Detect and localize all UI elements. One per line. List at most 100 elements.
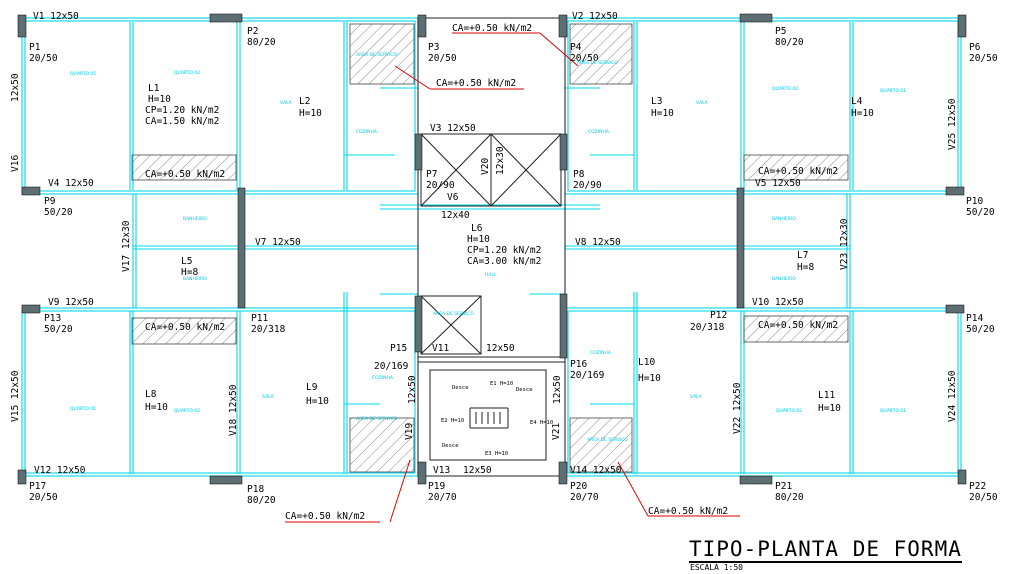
element-label: P1 bbox=[29, 42, 41, 53]
element-label: 20/90 bbox=[573, 180, 602, 191]
element-label: CA=1.50 kN/m2 bbox=[145, 116, 219, 127]
vertical-beam-label: V15 12x50 bbox=[10, 370, 21, 422]
element-label: P19 bbox=[428, 481, 445, 492]
room-name: BANHEIRO bbox=[772, 276, 796, 282]
element-label: CA=3.00 kN/m2 bbox=[467, 256, 541, 267]
pillars bbox=[17, 13, 967, 485]
load-label: CA=+0.50 kN/m2 bbox=[758, 166, 838, 177]
stair-label: Desce bbox=[442, 443, 459, 449]
element-label: CP=1.20 kN/m2 bbox=[467, 245, 541, 256]
room-name: QUARTO 01 bbox=[880, 408, 906, 414]
element-label: V12 12x50 bbox=[34, 465, 86, 476]
room-name: BANHEIRO bbox=[183, 276, 207, 282]
room-name: AREA DE SERVICO bbox=[356, 416, 397, 422]
stair-label: E1 H=10 bbox=[490, 381, 513, 387]
element-label: V11 bbox=[432, 343, 449, 354]
element-label: H=10 bbox=[818, 403, 841, 414]
element-label: 80/20 bbox=[247, 495, 276, 506]
vertical-beam-label: V22 12x50 bbox=[732, 382, 743, 434]
load-label: CA=+0.50 kN/m2 bbox=[436, 78, 516, 89]
element-label: 12x50 bbox=[486, 343, 515, 354]
load-label: CA=+0.50 kN/m2 bbox=[452, 23, 532, 34]
room-name: SALA bbox=[690, 394, 703, 400]
element-label: 50/20 bbox=[44, 324, 73, 335]
element-label: H=8 bbox=[181, 267, 198, 278]
element-label: 20/50 bbox=[570, 53, 599, 64]
element-label: 20/318 bbox=[690, 322, 725, 333]
element-label: V8 12x50 bbox=[575, 237, 621, 248]
room-name: COZINHA bbox=[372, 375, 394, 381]
element-label: V5 12x50 bbox=[755, 178, 801, 189]
element-label: 20/169 bbox=[570, 370, 605, 381]
element-label: P22 bbox=[969, 481, 986, 492]
element-label: 20/50 bbox=[29, 53, 58, 64]
element-label: L9 bbox=[306, 382, 318, 393]
element-label: H=10 bbox=[467, 234, 490, 245]
room-name: BANHEIRO bbox=[183, 216, 207, 222]
vertical-beam-label: V16 bbox=[10, 155, 21, 172]
element-label: P5 bbox=[775, 26, 786, 37]
element-label: 80/20 bbox=[247, 37, 276, 48]
room-name: COZINHA bbox=[356, 129, 378, 135]
room-name: QUARTO 02 bbox=[174, 70, 200, 76]
room-name: SALA bbox=[280, 100, 293, 106]
room-name: QUARTO 01 bbox=[880, 88, 906, 94]
room-name: AREA DE SERVICO bbox=[587, 437, 628, 443]
element-label: P11 bbox=[251, 313, 268, 324]
element-label: P10 bbox=[966, 196, 983, 207]
room-name: SALA bbox=[696, 100, 709, 106]
load-leaders bbox=[285, 32, 740, 523]
stair-label: Desce bbox=[516, 387, 533, 393]
element-label: 20/169 bbox=[374, 361, 409, 372]
room-name: QUARTO 02 bbox=[174, 408, 200, 414]
element-label: P14 bbox=[966, 313, 983, 324]
element-label: P17 bbox=[29, 481, 46, 492]
element-label: 50/20 bbox=[966, 207, 995, 218]
vertical-beam-label: V23 12x30 bbox=[839, 218, 850, 270]
element-label: V3 12x50 bbox=[430, 123, 476, 134]
element-label: P7 bbox=[426, 169, 437, 180]
element-label: P8 bbox=[573, 169, 585, 180]
load-label: CA=+0.50 kN/m2 bbox=[285, 511, 365, 522]
element-label: 50/20 bbox=[44, 207, 73, 218]
vertical-beam-label: V24 12x50 bbox=[947, 370, 958, 422]
element-label: L4 bbox=[851, 96, 863, 107]
element-label: L2 bbox=[299, 96, 310, 107]
vertical-beam-label: 12x50 bbox=[407, 375, 418, 404]
element-label: P20 bbox=[570, 481, 587, 492]
element-label: V4 12x50 bbox=[48, 178, 94, 189]
element-label: P9 bbox=[44, 196, 56, 207]
element-label: P3 bbox=[428, 42, 439, 53]
element-label: 50/20 bbox=[966, 324, 995, 335]
element-label: P6 bbox=[969, 42, 981, 53]
element-label: H=10 bbox=[638, 373, 661, 384]
element-label: 12x40 bbox=[441, 210, 470, 221]
element-label: P18 bbox=[247, 484, 264, 495]
element-label: 80/20 bbox=[775, 492, 804, 503]
element-label: P2 bbox=[247, 26, 258, 37]
element-label: H=10 bbox=[145, 402, 168, 413]
element-label: 20/50 bbox=[29, 492, 58, 503]
element-label: L10 bbox=[638, 357, 655, 368]
vertical-beam-label: V19 bbox=[404, 423, 415, 440]
room-name: AREA DE SERVICO bbox=[433, 311, 474, 317]
element-label: V2 12x50 bbox=[572, 11, 618, 22]
core-outlines bbox=[417, 17, 566, 477]
element-label: 20/50 bbox=[428, 53, 457, 64]
room-name: AREA DE SERVICO bbox=[577, 60, 618, 66]
element-label: 20/70 bbox=[428, 492, 457, 503]
room-name: QUARTO 01 bbox=[70, 71, 96, 77]
element-label: 12x50 bbox=[463, 465, 492, 476]
stair-label: Desce bbox=[452, 385, 469, 391]
load-label: CA=+0.50 kN/m2 bbox=[758, 320, 838, 331]
vertical-beam-label: V21 bbox=[551, 423, 562, 440]
element-label: 20/70 bbox=[570, 492, 599, 503]
load-label: CA=+0.50 kN/m2 bbox=[145, 169, 225, 180]
room-name: HALL bbox=[485, 272, 497, 278]
element-label: L3 bbox=[651, 96, 662, 107]
